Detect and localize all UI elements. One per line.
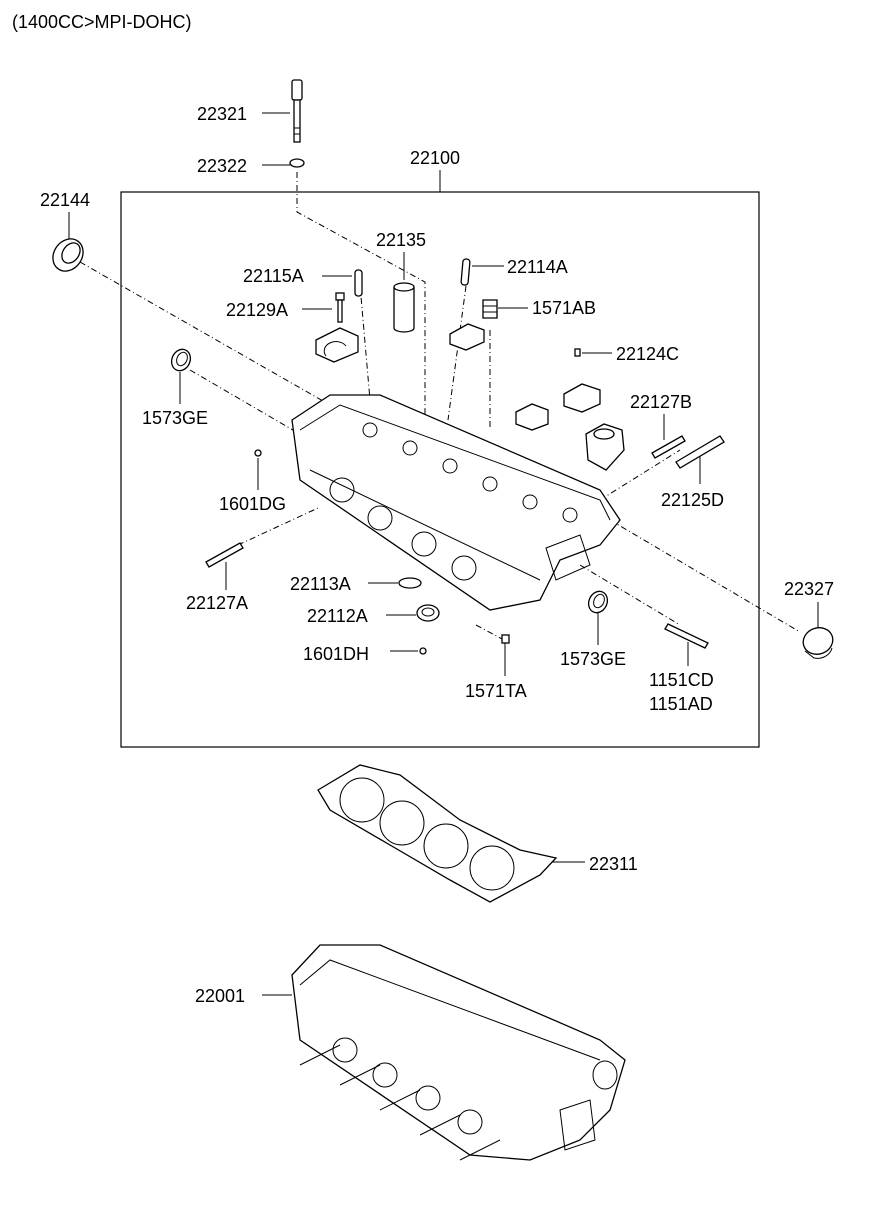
cylinder-head-icon (291, 394, 621, 611)
callout-22124C[interactable]: 22124C (616, 344, 679, 364)
assembly-lines (79, 172, 801, 641)
callout-22112A[interactable]: 22112A (307, 606, 368, 626)
callout-1571TA[interactable]: 1571TA (465, 681, 527, 701)
callout-1151CD[interactable]: 1151CD (649, 670, 714, 690)
cylinder-head-assembly-22001-icon (291, 944, 626, 1161)
valve-guide-22115A-icon (354, 269, 363, 297)
dowel-1601DH-icon (419, 647, 427, 655)
stud-22127B-icon (651, 435, 686, 459)
callout-22327[interactable]: 22327 (784, 579, 834, 599)
valve-guide-22114A-icon (460, 258, 471, 286)
callout-22127B[interactable]: 22127B (630, 392, 692, 412)
callout-22144[interactable]: 22144 (40, 190, 90, 210)
callout-1571AB[interactable]: 1571AB (532, 298, 596, 318)
stud-1151CD-icon (664, 623, 709, 649)
ring-22113A-icon (398, 577, 422, 589)
cam-cap-right-icon (585, 423, 625, 471)
callout-1601DG[interactable]: 1601DG (219, 494, 286, 514)
cam-cap-3-icon (515, 403, 549, 431)
cam-cap-left-icon (315, 327, 359, 363)
callout-22100[interactable]: 22100 (410, 148, 460, 168)
washer-22322-icon (289, 158, 305, 168)
callout-22311[interactable]: 22311 (589, 854, 638, 874)
callout-22001[interactable]: 22001 (195, 986, 245, 1006)
seal-1573GE-left-icon (170, 348, 192, 372)
plug-22327-icon (802, 627, 834, 659)
bolt-22321-icon (291, 79, 303, 143)
callout-22114A[interactable]: 22114A (507, 257, 568, 277)
dowel-1601DG-icon (254, 449, 262, 457)
callout-1601DH[interactable]: 1601DH (303, 644, 369, 664)
cam-cap-2-icon (449, 323, 485, 351)
pin-22124C-icon (574, 348, 581, 357)
stud-22125D-icon (675, 435, 725, 469)
callout-1151AD[interactable]: 1151AD (649, 694, 713, 714)
callout-22135[interactable]: 22135 (376, 230, 426, 250)
stud-22127A-icon (205, 542, 244, 568)
cam-cap-4-icon (563, 383, 601, 413)
plug-1571TA-icon (501, 634, 510, 644)
callout-22322[interactable]: 22322 (197, 156, 247, 176)
tappet-22135-icon (393, 282, 415, 333)
callout-22113A[interactable]: 22113A (290, 574, 351, 594)
callout-22115A[interactable]: 22115A (243, 266, 304, 286)
seal-22112A-icon (416, 604, 440, 622)
callout-1573GE-right[interactable]: 1573GE (560, 649, 626, 669)
head-gasket-22311-icon (317, 764, 558, 903)
seal-1573GE-right-icon (587, 590, 609, 614)
oil-seal-22144-icon (52, 238, 84, 272)
callout-1573GE-left[interactable]: 1573GE (142, 408, 208, 428)
leader-lines (68, 112, 819, 996)
callout-22129A[interactable]: 22129A (226, 300, 288, 320)
callout-22127A[interactable]: 22127A (186, 593, 248, 613)
callout-22321[interactable]: 22321 (197, 104, 247, 124)
valve-seal-1571AB-icon (482, 299, 498, 319)
callout-22125D[interactable]: 22125D (661, 490, 724, 510)
bolt-22129A-icon (335, 292, 345, 323)
diagram-title: (1400CC>MPI-DOHC) (12, 12, 192, 32)
